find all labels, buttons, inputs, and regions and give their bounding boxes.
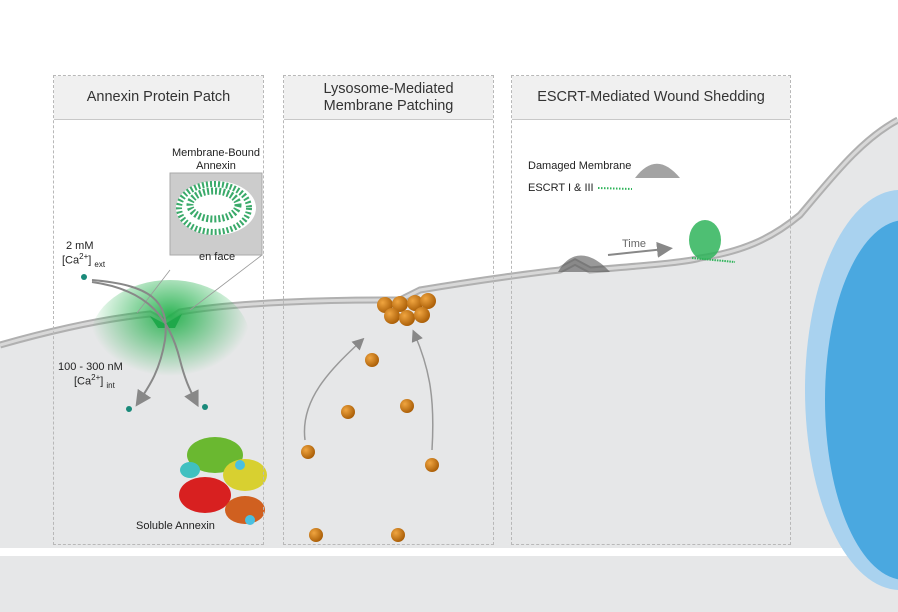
calcium-ion — [202, 404, 208, 410]
ext-calcium-label: [Ca2+] ext — [62, 252, 106, 269]
ext-conc: 2 mM — [66, 240, 94, 252]
legend-escrt-label: ESCRT I & III — [528, 182, 594, 194]
title-line: Lysosome-Mediated — [323, 80, 454, 97]
panel-escrt: ESCRT-Mediated Wound Shedding — [511, 75, 791, 545]
lysosome-cluster — [377, 293, 436, 326]
soluble-annexin-structure — [179, 437, 267, 525]
calcium-ion — [81, 274, 87, 280]
legend-damaged-swatch — [635, 163, 680, 178]
ca-text: [Ca — [62, 254, 80, 267]
legend-damaged-label: Damaged Membrane — [528, 160, 632, 172]
soluble-annexin-label: Soluble Annexin — [136, 520, 215, 532]
ca-sub: int — [106, 380, 115, 390]
damaged-membrane-bump — [558, 255, 610, 272]
time-label: Time — [622, 238, 647, 250]
inset-title-line: Annexin — [196, 160, 236, 172]
calcium-ion — [126, 406, 132, 412]
lysosomes — [301, 353, 439, 542]
legend-escrt-swatch — [597, 187, 633, 190]
annexin-lattice — [176, 181, 252, 235]
int-conc: 100 - 300 nM — [58, 361, 123, 373]
inset-title-line: Membrane-Bound — [171, 147, 261, 159]
annexin-patch — [90, 280, 250, 400]
panel-title: ESCRT-Mediated Wound Shedding — [512, 76, 790, 120]
title-line: Membrane Patching — [323, 97, 454, 114]
panel-annexin: Annexin Protein Patch — [53, 75, 264, 545]
panel-title: Annexin Protein Patch — [54, 76, 263, 120]
escrt-bud — [689, 220, 721, 260]
ca-text: [Ca — [74, 375, 92, 388]
ca-sup: 2+ — [79, 252, 89, 261]
int-calcium-label: [Ca2+] int — [74, 373, 115, 390]
ca-sub: ext — [94, 259, 106, 269]
ca-sup: 2+ — [91, 373, 101, 382]
inset-caption: en face — [199, 251, 236, 263]
